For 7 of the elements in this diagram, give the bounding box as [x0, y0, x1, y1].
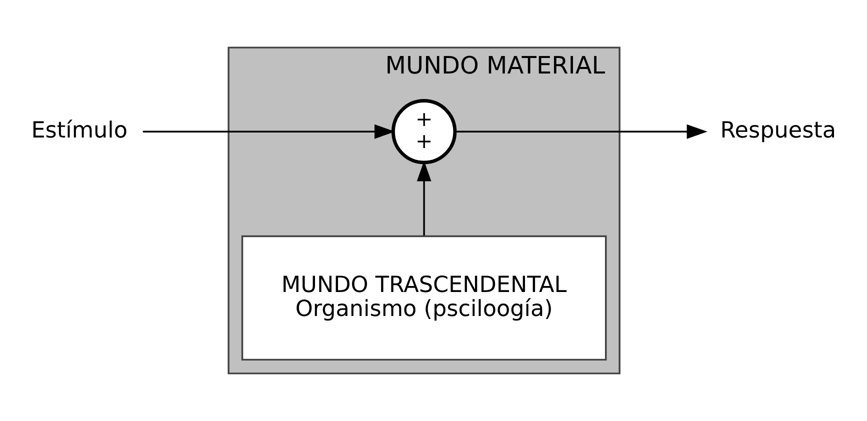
- arrow: [416, 160, 432, 236]
- node-circle: + +: [391, 99, 457, 164]
- node-text: Estímulo: [31, 117, 128, 144]
- arrow: [142, 124, 396, 139]
- node-text: Respuesta: [720, 117, 836, 144]
- arrow: [455, 124, 708, 139]
- node-box: MUNDO TRASCENDENTAL Organismo (psciloogía): [241, 235, 607, 361]
